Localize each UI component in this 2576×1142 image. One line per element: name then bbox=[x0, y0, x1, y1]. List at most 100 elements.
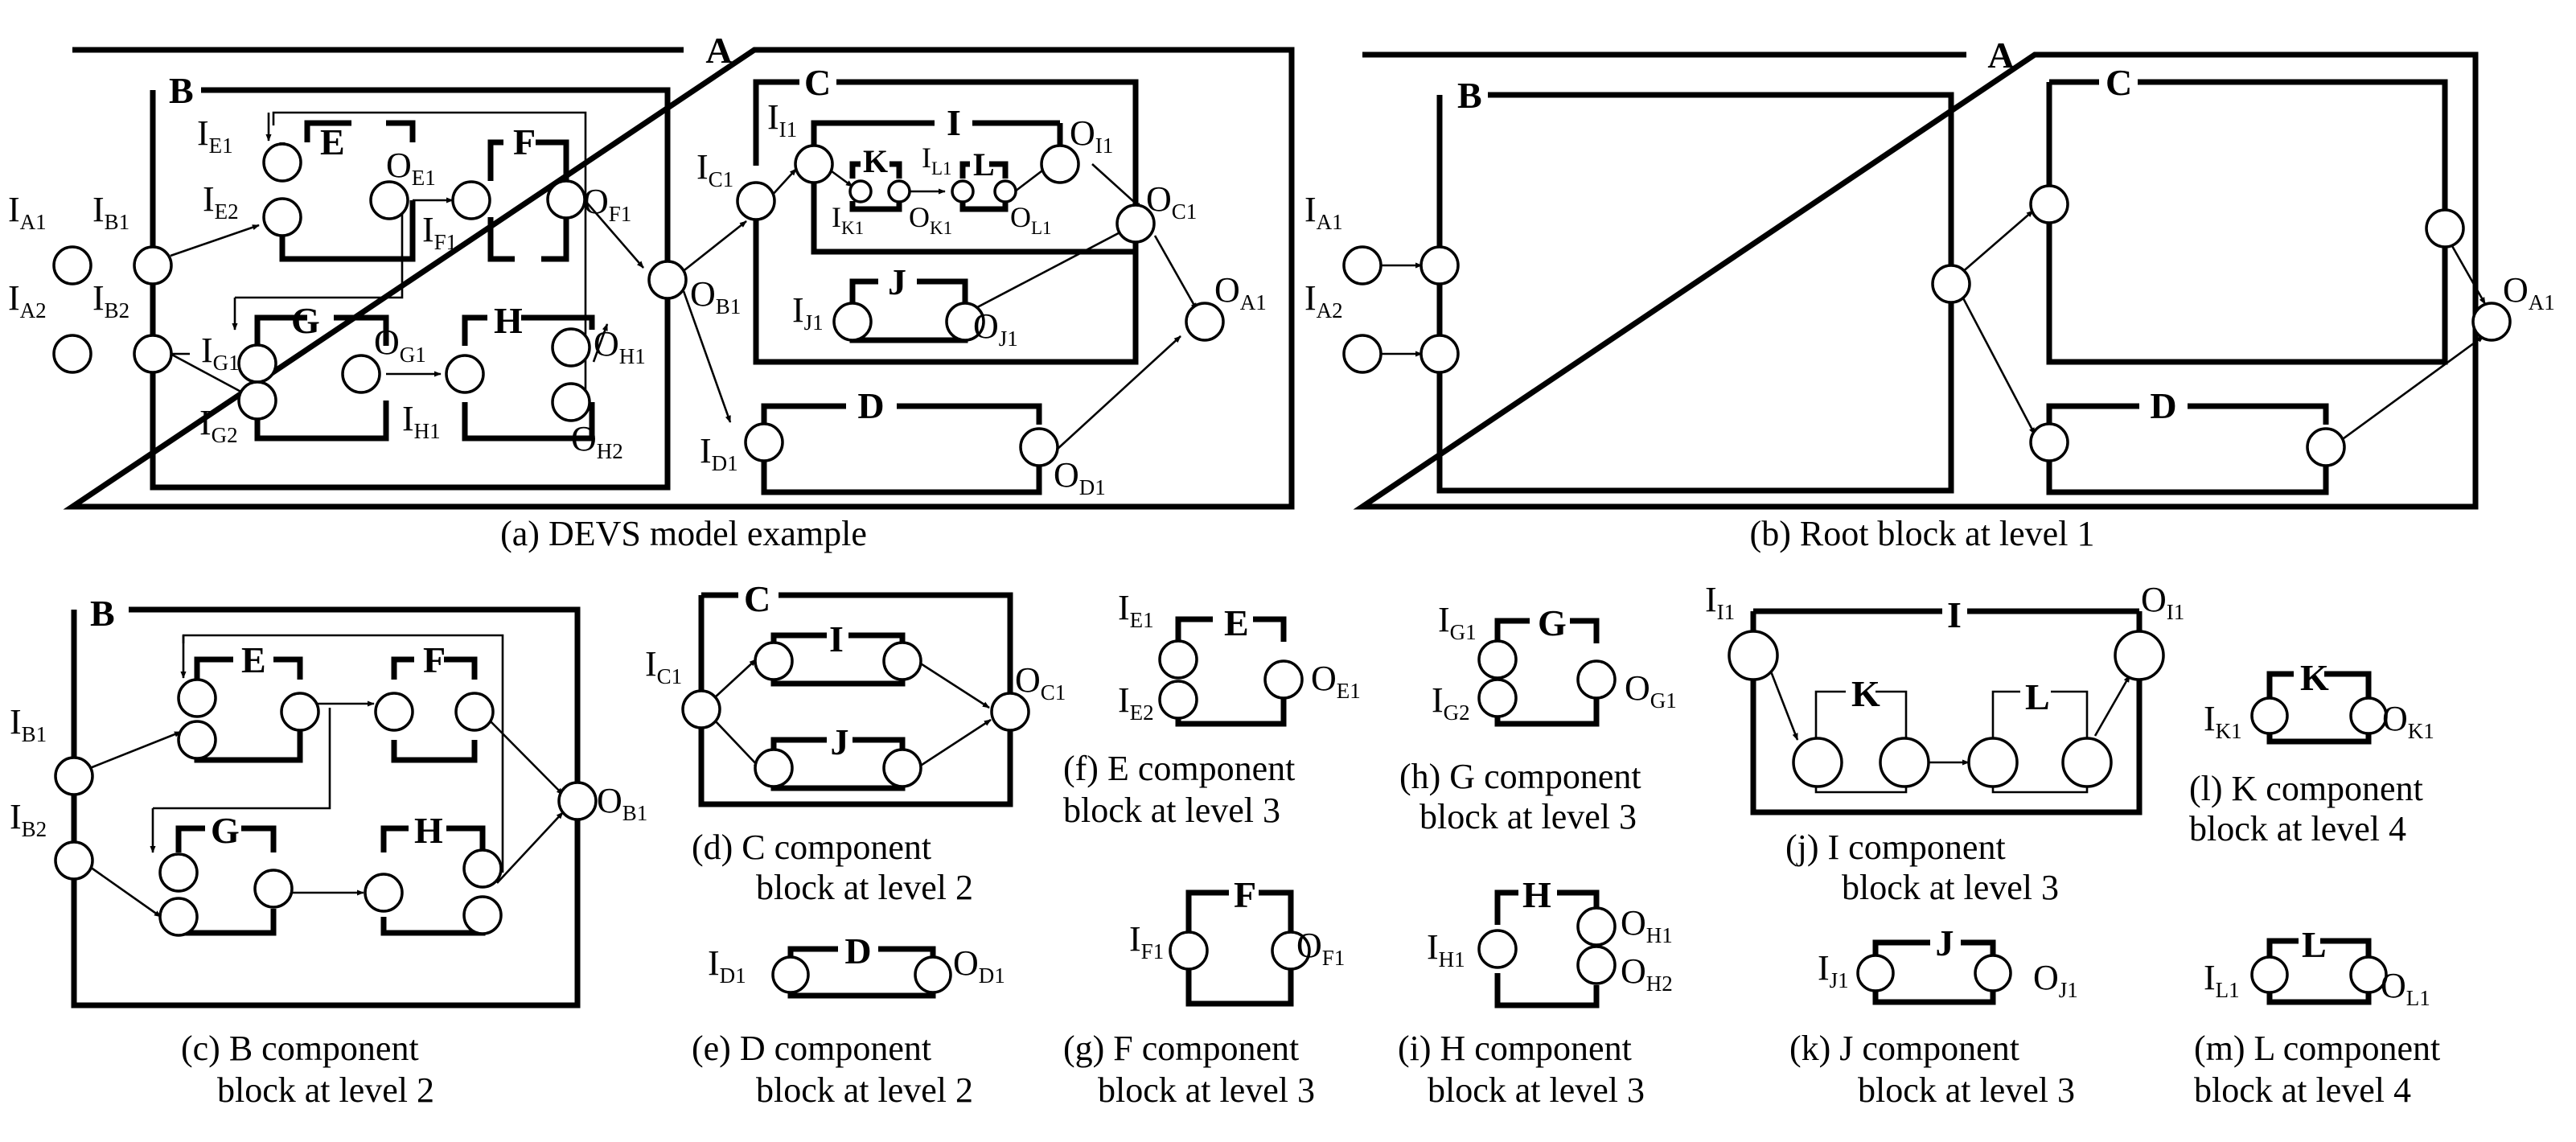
block-a-frame bbox=[63, 47, 1295, 510]
panel-m: L IL1 OL1 (m) L component block at level… bbox=[2194, 924, 2440, 1110]
couplings-c bbox=[89, 634, 564, 918]
caption-j-line2: block at level 3 bbox=[1842, 868, 2059, 907]
svg-text:IC1: IC1 bbox=[645, 644, 682, 688]
svg-text:IJ1: IJ1 bbox=[792, 290, 824, 335]
j-k-name: K bbox=[1851, 673, 1880, 714]
svg-text:OI1: OI1 bbox=[2141, 580, 2184, 624]
svg-text:IE2: IE2 bbox=[203, 179, 239, 224]
caption-f-line1: (f) E component bbox=[1063, 749, 1295, 788]
port-labels-c: IB1 IB2 OB1 bbox=[10, 702, 647, 841]
caption-f-line2: block at level 3 bbox=[1063, 791, 1280, 830]
block-d-frame bbox=[761, 403, 1042, 495]
svg-text:OL1: OL1 bbox=[2381, 966, 2430, 1010]
block-e-frame bbox=[279, 120, 416, 262]
svg-text:OD1: OD1 bbox=[953, 943, 1005, 988]
c-h-name: H bbox=[414, 810, 443, 851]
svg-text:IF1: IF1 bbox=[422, 210, 457, 254]
svg-text:IE1: IE1 bbox=[197, 113, 233, 158]
ports-b bbox=[1342, 184, 2512, 467]
panel-l: K IK1 OK1 (l) K component block at level… bbox=[2189, 657, 2434, 848]
svg-text:OH1: OH1 bbox=[594, 324, 646, 368]
panel-d: C I J IC1 OC1 (d) C component block at l… bbox=[645, 578, 1066, 907]
c-e-name: E bbox=[241, 639, 266, 680]
caption-c-line2: block at level 2 bbox=[217, 1070, 434, 1110]
svg-text:OH2: OH2 bbox=[1621, 951, 1673, 996]
svg-text:IC1: IC1 bbox=[696, 147, 733, 191]
caption-c-line1: (c) B component bbox=[181, 1029, 419, 1068]
l-k-name: K bbox=[2300, 657, 2329, 698]
panel-g: F IF1 OF1 (g) F component block at level… bbox=[1063, 874, 1345, 1110]
caption-k-line2: block at level 3 bbox=[1858, 1070, 2075, 1110]
caption-g-line1: (g) F component bbox=[1063, 1029, 1299, 1068]
root-b-name: B bbox=[1457, 75, 1482, 116]
svg-text:OE1: OE1 bbox=[386, 146, 436, 190]
block-g-frame bbox=[254, 314, 389, 442]
caption-g-line2: block at level 3 bbox=[1098, 1070, 1315, 1110]
svg-text:IK1: IK1 bbox=[832, 201, 864, 238]
m-l-name: L bbox=[2302, 924, 2327, 965]
root-b-frame bbox=[1436, 92, 1954, 494]
svg-text:OH2: OH2 bbox=[571, 419, 623, 463]
caption-m-line1: (m) L component bbox=[2194, 1029, 2440, 1068]
c-b-name: B bbox=[90, 593, 115, 634]
i-h-name: H bbox=[1522, 874, 1551, 915]
svg-text:OA1: OA1 bbox=[1214, 270, 1267, 314]
caption-a: (a) DEVS model example bbox=[500, 514, 867, 553]
block-b-name: B bbox=[169, 70, 194, 111]
svg-text:IG2: IG2 bbox=[1432, 680, 1470, 725]
panel-e: D ID1 OD1 (e) D component block at level… bbox=[692, 930, 1005, 1110]
block-l-name: L bbox=[973, 146, 995, 183]
svg-text:OD1: OD1 bbox=[1054, 455, 1106, 499]
caption-h-line2: block at level 3 bbox=[1419, 797, 1637, 836]
block-h-name: H bbox=[494, 300, 523, 341]
root-c-frame bbox=[2046, 79, 2448, 365]
svg-text:ID1: ID1 bbox=[708, 943, 746, 988]
caption-m-line2: block at level 4 bbox=[2194, 1070, 2411, 1110]
port-labels-a: IA1 IA2 IB1 IB2 IE1 IE2 OE1 IF1 OF1 IG1 … bbox=[8, 97, 1267, 499]
block-g-name: G bbox=[291, 300, 320, 341]
svg-text:IA2: IA2 bbox=[8, 278, 47, 322]
j-i-name: I bbox=[1947, 594, 1962, 635]
caption-h-line1: (h) G component bbox=[1399, 757, 1641, 796]
caption-l-line2: block at level 4 bbox=[2189, 809, 2406, 848]
panel-j: I K L II1 OI1 (j) I component block at l… bbox=[1705, 580, 2184, 907]
block-d-name: D bbox=[857, 385, 884, 426]
svg-text:IE2: IE2 bbox=[1118, 680, 1154, 725]
svg-text:OB1: OB1 bbox=[690, 274, 741, 318]
couplings-b bbox=[1378, 210, 2487, 442]
block-k-name: K bbox=[863, 143, 888, 179]
ports-a bbox=[52, 142, 1225, 467]
svg-text:OF1: OF1 bbox=[583, 182, 631, 226]
k-j-name: J bbox=[1936, 922, 1954, 963]
caption-e-line1: (e) D component bbox=[692, 1029, 931, 1068]
svg-text:ID1: ID1 bbox=[700, 431, 738, 475]
root-d-frame bbox=[2046, 403, 2329, 495]
c-f-name: F bbox=[423, 639, 446, 680]
block-k-frame bbox=[849, 161, 902, 212]
svg-text:IA2: IA2 bbox=[1304, 278, 1343, 322]
svg-text:OJ1: OJ1 bbox=[973, 306, 1018, 351]
port-labels-b: IA1 IA2 OA1 bbox=[1304, 190, 2555, 322]
root-d-name: D bbox=[2150, 385, 2176, 426]
panel-i: H IH1 OH1 OH2 (i) H component block at l… bbox=[1398, 874, 1673, 1110]
block-e-name: E bbox=[320, 121, 345, 162]
ports-d bbox=[681, 641, 1030, 788]
svg-text:OC1: OC1 bbox=[1146, 179, 1197, 224]
svg-text:IL1: IL1 bbox=[2204, 958, 2240, 1002]
svg-text:IG2: IG2 bbox=[199, 403, 238, 447]
svg-text:IH1: IH1 bbox=[1427, 927, 1465, 972]
caption-l-line1: (l) K component bbox=[2189, 769, 2423, 808]
svg-text:OK1: OK1 bbox=[2382, 699, 2434, 743]
svg-text:IB1: IB1 bbox=[10, 702, 47, 746]
couplings-d bbox=[713, 659, 992, 770]
svg-text:IK1: IK1 bbox=[2204, 699, 2242, 743]
root-c-name: C bbox=[2106, 62, 2132, 103]
svg-text:II1: II1 bbox=[767, 97, 797, 142]
caption-i-line2: block at level 3 bbox=[1428, 1070, 1645, 1110]
caption-b: (b) Root block at level 1 bbox=[1750, 514, 2095, 553]
j-l-name: L bbox=[2025, 676, 2050, 717]
svg-text:II1: II1 bbox=[1705, 580, 1735, 624]
d-j-name: J bbox=[831, 721, 849, 762]
svg-text:IB1: IB1 bbox=[92, 190, 129, 234]
block-i-name: I bbox=[947, 102, 961, 143]
